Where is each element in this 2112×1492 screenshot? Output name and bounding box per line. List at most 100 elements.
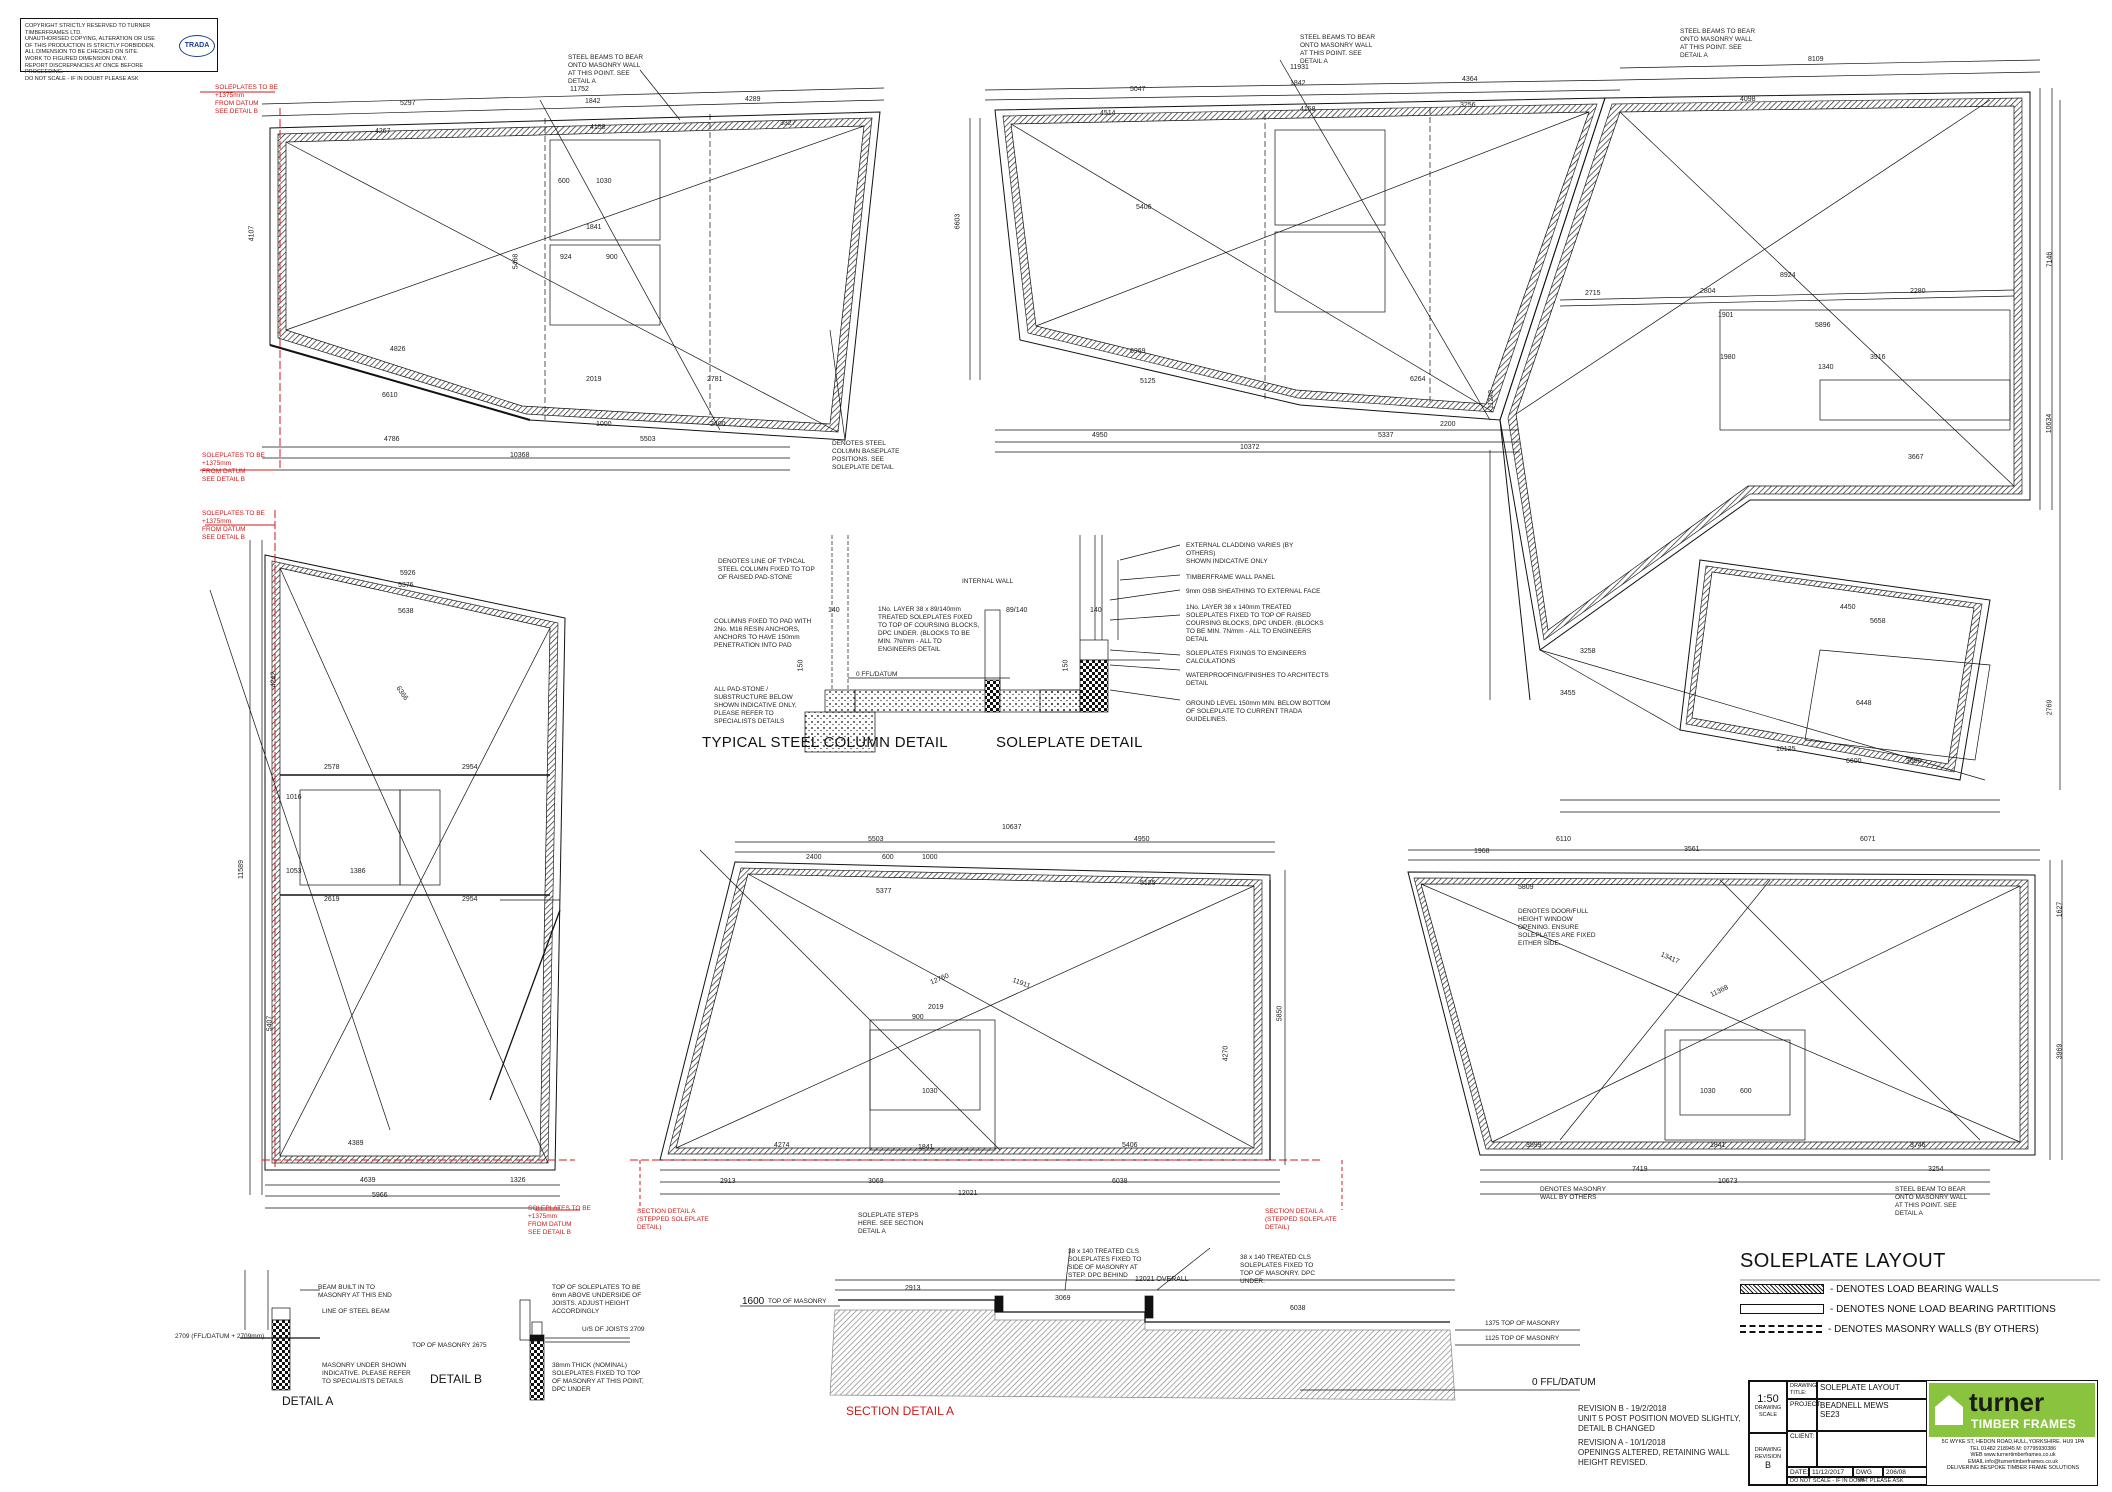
client-label-cell: CLIENT: bbox=[1787, 1431, 1817, 1467]
u5-dim-5850: 5850 bbox=[1276, 1005, 1284, 1022]
detail-a-drawing bbox=[240, 1270, 320, 1391]
u3-dim-2804: 2804 bbox=[1700, 288, 1716, 295]
title-label-cell: DRAWING TITLE: bbox=[1787, 1381, 1817, 1399]
u1-dim-2400: 2400 bbox=[710, 421, 726, 428]
u4-dim-4389: 4389 bbox=[348, 1140, 364, 1147]
u2-dim-top: 11931 bbox=[1290, 64, 1309, 71]
revision-b: REVISION B - 19/2/2018 UNIT 5 POST POSIT… bbox=[1578, 1404, 1741, 1433]
legend-title: SOLEPLATE LAYOUT bbox=[1740, 1250, 1946, 1272]
column-dim-150: 150 bbox=[797, 659, 805, 672]
u1-dim-top-b: 1842 bbox=[585, 98, 601, 105]
section-a-note2: 38 x 140 TREATED CLS SOLEPLATES FIXED TO… bbox=[1240, 1254, 1316, 1285]
column-dim-140: 140 bbox=[828, 607, 840, 614]
u6-dim-600: 600 bbox=[1740, 1088, 1752, 1095]
u2-dim-overall: 10372 bbox=[1240, 444, 1260, 451]
section-a-title: SECTION DETAIL A bbox=[846, 1404, 955, 1418]
u1-dim-bot-b: 5503 bbox=[640, 436, 656, 443]
detail-a-title: DETAIL A bbox=[282, 1394, 334, 1408]
section-a-3069: 3069 bbox=[1055, 1295, 1071, 1302]
u4-dim-11589: 11589 bbox=[237, 860, 245, 879]
detail-b-top: TOP OF SOLEPLATES TO BE 6mm ABOVE UNDERS… bbox=[552, 1284, 642, 1315]
legend-label-load-bearing: - DENOTES LOAD BEARING WALLS bbox=[1830, 1283, 1999, 1295]
u5-dim-1841: 1841 bbox=[918, 1144, 934, 1151]
note-soleplate-low: SOLEPLATES TO BE +1375mm FROM DATUM SEE … bbox=[528, 1205, 591, 1236]
u4-dim-2954b: 2954 bbox=[462, 896, 478, 903]
u4-dim-2578: 2578 bbox=[324, 764, 340, 771]
u4-dim-5966: 5966 bbox=[372, 1192, 388, 1199]
u2-dim-row-c: 3256 bbox=[1460, 102, 1476, 109]
u1-dim-5468: 5468 bbox=[512, 253, 520, 270]
detail-a-beam: BEAM BUILT IN TO MASONRY AT THIS END bbox=[318, 1284, 392, 1299]
section-a-overall: 12021 OVERALL bbox=[1135, 1276, 1189, 1283]
u4-dim-4242: 4242 bbox=[270, 671, 278, 688]
u4-dim-5376: 5376 bbox=[398, 582, 414, 589]
detail-b-masonry: TOP OF MASONRY 2675 bbox=[412, 1342, 487, 1349]
unit-5-plan bbox=[630, 841, 1343, 1210]
note-door-window: DENOTES DOOR/FULL HEIGHT WINDOW OPENING.… bbox=[1518, 908, 1596, 947]
dwg-label-cell: DWG No. bbox=[1853, 1467, 1883, 1483]
u1-dim-overall: 10368 bbox=[510, 452, 530, 459]
brand-name: turner bbox=[1969, 1387, 2045, 1417]
note-section-a-left: SECTION DETAIL A (STEPPED SOLEPLATE DETA… bbox=[637, 1208, 709, 1231]
u6-dim-5809: 5809 bbox=[1518, 884, 1534, 891]
revision-a: REVISION A - 10/1/2018 OPENINGS ALTERED,… bbox=[1578, 1438, 1730, 1467]
u3-dim-4450: 4450 bbox=[1840, 604, 1856, 611]
u6-dim-3254: 3254 bbox=[1928, 1166, 1944, 1173]
section-a-note1: 38 x 140 TREATED CLS SOLEPLATES FIXED TO… bbox=[1068, 1248, 1142, 1279]
u4-dim-4639: 4639 bbox=[360, 1177, 376, 1184]
load-bearing-swatch bbox=[1740, 1284, 1824, 1294]
section-a-ffl: 0 FFL/DATUM bbox=[1532, 1377, 1596, 1388]
detail-b-title: DETAIL B bbox=[430, 1372, 483, 1386]
u5-dim-2913: 2913 bbox=[720, 1178, 736, 1185]
u6-dim-1968: 1968 bbox=[1474, 848, 1490, 855]
column-ffl: 0 FFL/DATUM bbox=[856, 671, 898, 678]
trada-badge-text: TRADA bbox=[184, 42, 210, 49]
u5-dim-top: 10637 bbox=[1002, 824, 1022, 831]
u1-dim-4107: 4107 bbox=[248, 225, 256, 242]
date-value-cell: 11/12/2017 bbox=[1809, 1467, 1853, 1477]
u6-dim-1030: 1030 bbox=[1700, 1088, 1716, 1095]
detail-b-drawing bbox=[519, 1299, 630, 1401]
legend-label-partitions: - DENOTES NONE LOAD BEARING PARTITIONS bbox=[1830, 1303, 2056, 1315]
scale-cell: 1:50 DRAWING SCALE bbox=[1749, 1381, 1787, 1433]
u5-dim-2019: 2019 bbox=[928, 1004, 944, 1011]
u3-dim-top-a: 4098 bbox=[1740, 96, 1756, 103]
u1-dim-600: 600 bbox=[558, 178, 570, 185]
project-value-cell: BEADNELL MEWS SE23 bbox=[1817, 1399, 1927, 1431]
scale-value: 1:50 bbox=[1757, 1393, 1779, 1405]
company-address: 5C WYKE ST, HEDON ROAD,HULL,YORKSHIRE. H… bbox=[1941, 1439, 2085, 1472]
u3-dim-6448: 6448 bbox=[1856, 700, 1872, 707]
u4-dim-5638: 5638 bbox=[398, 608, 414, 615]
project-label-cell: PROJECT: bbox=[1787, 1399, 1821, 1431]
u3-dim-11243: 11243 bbox=[1487, 390, 1495, 409]
u3-dim-10634: 10634 bbox=[2046, 413, 2054, 434]
detail-b-joists: U/S OF JOISTS 2709 bbox=[582, 1326, 645, 1333]
u1-dim-1841: 1841 bbox=[586, 224, 602, 231]
detail-a-steel: LINE OF STEEL BEAM bbox=[322, 1308, 390, 1315]
u6-dim-1841: 1841 bbox=[1710, 1142, 1726, 1149]
u4-dim-1053: 1053 bbox=[286, 868, 302, 875]
soleplate-note-3: 9mm OSB SHEATHING TO EXTERNAL FACE bbox=[1186, 588, 1321, 595]
u6-dim-3561: 3561 bbox=[1684, 846, 1700, 853]
masonry-swatch bbox=[1740, 1325, 1822, 1333]
u4-dim-1326: 1326 bbox=[510, 1177, 526, 1184]
date-label-cell: DATE: bbox=[1787, 1467, 1809, 1477]
u3-dim-3455: 3455 bbox=[1560, 690, 1576, 697]
u3-dim-2715: 2715 bbox=[1585, 290, 1601, 297]
column-note-line: DENOTES LINE OF TYPICAL STEEL COLUMN FIX… bbox=[718, 558, 815, 581]
legend-item-partitions: - DENOTES NONE LOAD BEARING PARTITIONS bbox=[1740, 1299, 2080, 1319]
copyright-text: COPYRIGHT STRICTLY RESERVED TO TURNER TI… bbox=[25, 23, 155, 82]
u5-dim-1030: 1030 bbox=[922, 1088, 938, 1095]
detail-a-level: 2709 (FFL/DATUM + 2709mm) bbox=[175, 1333, 265, 1340]
scale-label: DRAWING SCALE bbox=[1754, 1405, 1782, 1418]
title-block: 1:50 DRAWING SCALE DRAWING REVISION B DR… bbox=[1748, 1380, 2098, 1486]
u3-dim-7146: 7146 bbox=[2046, 251, 2054, 268]
note-soleplate-top-a: SOLEPLATES TO BE +1375mm FROM DATUM SEE … bbox=[215, 84, 278, 115]
u2-dim-top-b: 1842 bbox=[1290, 80, 1306, 87]
u5-dim-1000: 1000 bbox=[922, 854, 938, 861]
u3-dim-6600: 6600 bbox=[1846, 758, 1862, 765]
u5-dim-5406: 5406 bbox=[1122, 1142, 1138, 1149]
soleplate-note-1: EXTERNAL CLADDING VARIES (BY OTHERS) SHO… bbox=[1186, 542, 1294, 565]
u5-dim-4274: 4274 bbox=[774, 1142, 790, 1149]
